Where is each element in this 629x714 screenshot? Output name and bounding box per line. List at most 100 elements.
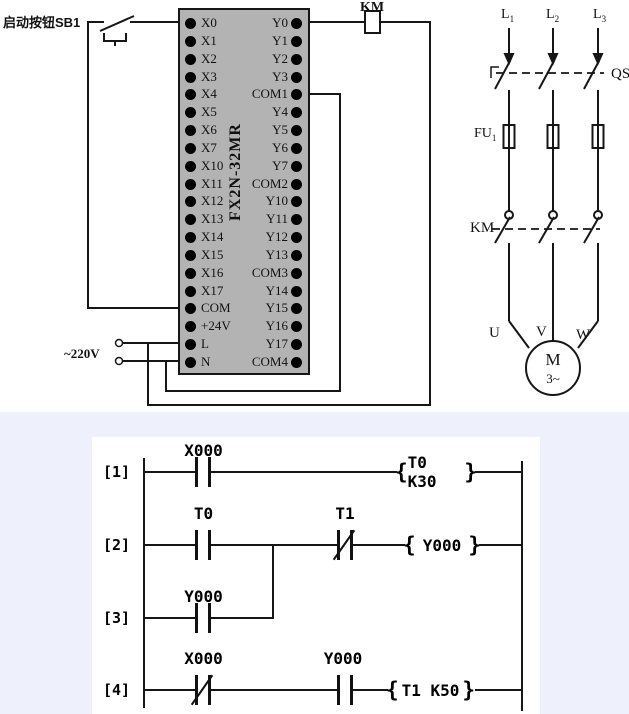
plc-terminal-label-x2: X2 <box>201 51 217 66</box>
plc-terminal-dot-y2 <box>291 54 302 65</box>
rung2-contact2-bar <box>337 530 340 560</box>
rung4-wire-a <box>145 689 197 691</box>
phase-arrows <box>503 28 604 66</box>
rung1-wire-a <box>145 471 197 473</box>
plc-terminal-label-y6: Y6 <box>272 140 288 155</box>
plc-terminal-dot-x1 <box>185 36 196 47</box>
plc-terminal-label-x3: X3 <box>201 69 217 84</box>
plc-terminal-dot-y7 <box>291 161 302 172</box>
rung1-wire-c <box>475 471 521 473</box>
km-coil-symbol <box>364 10 381 34</box>
plc-terminal-label-x14: X14 <box>201 229 224 244</box>
plc-terminal-label-x15: X15 <box>201 247 224 262</box>
plc-terminal-label-y14: Y14 <box>265 283 288 298</box>
motor-type: 3~ <box>546 371 560 386</box>
rung4-wire-b <box>211 689 339 691</box>
fuse-sub: 1 <box>491 132 497 143</box>
plc-terminal-dot-x10 <box>185 161 196 172</box>
plc-terminal-label-y1: Y1 <box>272 33 288 48</box>
rung2-contact1-bar <box>195 530 198 560</box>
plc-terminal-label-y16: Y16 <box>265 318 288 333</box>
km-contact-symbols <box>492 210 603 244</box>
rung2-wire-d <box>479 544 521 546</box>
rung1-coil: T0 K30 <box>395 453 477 491</box>
plc-terminal-label-y4: Y4 <box>272 104 288 119</box>
plc-terminal-label-x12: X12 <box>201 193 224 208</box>
plc-terminal-dot-y0 <box>291 18 302 29</box>
plc-terminal-dot-y15 <box>291 303 302 314</box>
rung1-wire-b <box>211 471 397 473</box>
plc-terminal-dot-x2 <box>185 54 196 65</box>
rung3-contact-bar <box>195 603 198 633</box>
plc-terminal-dot-24v <box>185 321 196 332</box>
plc-terminal-dot-y17 <box>291 339 302 350</box>
plc-terminal-label-y0: Y0 <box>272 15 288 30</box>
plc-terminal-dot-y12 <box>291 232 302 243</box>
plc-terminal-label-com4: COM4 <box>251 354 288 369</box>
phase-l1-label: L1 <box>501 7 514 24</box>
plc-terminal-dot-x11 <box>185 179 196 190</box>
wire-n-junction <box>165 361 167 392</box>
supply-voltage-label: ~220V <box>64 346 100 361</box>
plc-terminal-dot-com <box>185 303 196 314</box>
switch-qs-label: QS <box>611 66 629 82</box>
plc-terminal-label-y10: Y10 <box>265 193 288 208</box>
phase-l2-base: L <box>546 7 555 22</box>
rung4-contact2-bar <box>350 675 353 705</box>
rung3-branch-riser <box>272 544 274 619</box>
plc-terminal-label-x13: X13 <box>201 211 224 226</box>
wire-bottom-l <box>147 404 431 406</box>
plc-terminal-dot-y1 <box>291 36 302 47</box>
plc-terminal-dot-x14 <box>185 232 196 243</box>
start-button-label: 启动按钮SB1 <box>3 15 81 30</box>
wire-coil-down <box>429 21 431 406</box>
plc-terminal-label-n: N <box>201 354 211 369</box>
plc-terminal-label-com1: COM1 <box>251 86 288 101</box>
plc-terminal-label-y5: Y5 <box>272 122 288 137</box>
rung3-wire-a <box>145 617 197 619</box>
plc-terminal-dot-com2 <box>291 179 302 190</box>
rung1-contact-bar <box>208 457 211 487</box>
plc-terminal-label-y7: Y7 <box>272 158 288 173</box>
plc-terminal-label-y17: Y17 <box>265 336 288 351</box>
plc-terminal-dot-y13 <box>291 250 302 261</box>
motor-symbol: M <box>545 350 561 369</box>
plc-terminal-dot-x13 <box>185 214 196 225</box>
qs-switch-symbol <box>490 60 604 90</box>
plc-terminal-dot-y11 <box>291 214 302 225</box>
plc-terminal-label-x10: X10 <box>201 158 224 173</box>
wire-x0-left <box>87 21 104 23</box>
phase-l3-label: L3 <box>593 7 606 24</box>
motor-terminal-u: U <box>489 325 500 341</box>
plc-terminal-label-x1: X1 <box>201 33 217 48</box>
plc-terminal-dot-y6 <box>291 143 302 154</box>
rung4-wire-c <box>353 689 388 691</box>
plc-terminal-dot-y14 <box>291 286 302 297</box>
rung1-coil-label: T0 K30 <box>407 453 437 491</box>
rung2-coil: Y000 <box>403 533 481 557</box>
rung3-contact1-label: Y000 <box>184 587 223 606</box>
contactor-km-label: KM <box>470 220 495 236</box>
plc-terminal-dot-l <box>185 339 196 350</box>
phase-l2-sub: 2 <box>554 13 560 24</box>
wire-y0-coil-b <box>381 21 431 23</box>
wire-com <box>87 307 191 309</box>
plc-terminal-label-com3: COM3 <box>251 265 288 280</box>
plc-terminal-dot-y10 <box>291 196 302 207</box>
rung2-contact1-bar <box>208 530 211 560</box>
plc-terminal-label-x5: X5 <box>201 104 217 119</box>
plc-terminal-label-com: COM <box>201 300 231 315</box>
plc-terminal-dot-x15 <box>185 250 196 261</box>
rung4-contact2-bar <box>337 675 340 705</box>
wire-l-junction <box>147 343 149 406</box>
plc-terminal-label-com2: COM2 <box>251 176 288 191</box>
plc-terminal-label-y12: Y12 <box>265 229 288 244</box>
rung4-number: [4] <box>103 681 131 699</box>
rung4-contact1-bar <box>195 675 198 705</box>
fuse-symbols <box>502 90 605 211</box>
rung4-contact1-bar <box>208 675 211 705</box>
wire-y0-coil-a <box>296 21 364 23</box>
plc-terminal-dot-n <box>185 357 196 368</box>
plc-terminal-label-y13: Y13 <box>265 247 288 262</box>
rung2-wire-a <box>145 544 197 546</box>
